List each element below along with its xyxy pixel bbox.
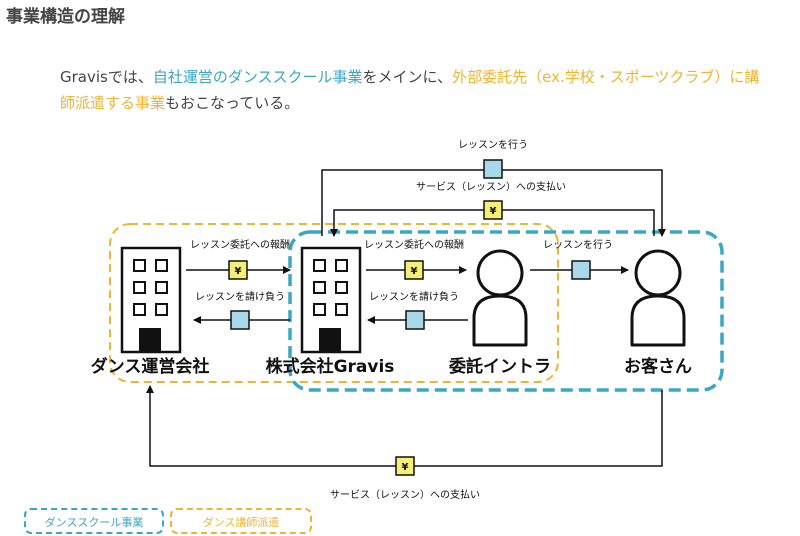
customer-person-icon bbox=[630, 249, 686, 347]
commission-fee-2-label: レッスン委託への報酬 bbox=[364, 238, 464, 251]
yen-fee-1-symbol: ¥ bbox=[235, 266, 242, 277]
gravis-building-icon bbox=[300, 246, 362, 354]
yen-fee-1-icon bbox=[228, 260, 248, 280]
lesson-2-box-icon bbox=[405, 310, 425, 330]
lesson-top-box-icon bbox=[483, 159, 503, 179]
intro-part-1: Gravisでは、 bbox=[60, 68, 153, 86]
undertake-lesson-1-label: レッスンを請け負う bbox=[195, 290, 285, 303]
yen-bottom-symbol: ¥ bbox=[402, 462, 409, 473]
service-payment-bottom-label: サービス（レッスン）への支払い bbox=[330, 488, 480, 501]
gravis-label: 株式会社Gravis bbox=[266, 356, 395, 377]
intro-part-3: をメインに、 bbox=[362, 68, 453, 86]
dance-company-building-icon bbox=[120, 246, 182, 354]
yen-top-symbol: ¥ bbox=[490, 206, 497, 217]
undertake-lesson-2-label: レッスンを請け負う bbox=[369, 290, 459, 303]
lesson-1-box-icon bbox=[230, 310, 250, 330]
service-payment-top-label: サービス（レッスン）への支払い bbox=[416, 180, 566, 193]
yen-fee-2-symbol: ¥ bbox=[411, 266, 418, 277]
lesson-to-customer-label: レッスンを行う bbox=[543, 238, 613, 251]
lesson-customer-box-icon bbox=[571, 260, 591, 280]
yen-fee-2-icon bbox=[404, 260, 424, 280]
commission-fee-1-label: レッスン委託への報酬 bbox=[190, 238, 290, 251]
customer-label: お客さん bbox=[624, 356, 692, 377]
instructor-label: 委託イントラ bbox=[448, 356, 551, 377]
yen-bottom-icon bbox=[395, 456, 415, 476]
page-heading: 事業構造の理解 bbox=[6, 7, 125, 27]
intro-highlight-school: 自社運営のダンススクール事業 bbox=[152, 68, 363, 86]
lesson-top-label: レッスンを行う bbox=[458, 138, 528, 151]
intro-text: Gravisでは、自社運営のダンススクール事業をメインに、外部委託先（ex.学校… bbox=[60, 64, 760, 116]
instructor-person-icon bbox=[472, 249, 528, 347]
service-payment-bottom-arrow bbox=[146, 385, 663, 467]
legend-dance-school: ダンススクール事業 bbox=[24, 508, 164, 534]
yen-top-icon bbox=[483, 200, 503, 220]
intro-highlight-dispatch: 外部委託先（ex.学校・スポーツクラブ）に講師派遣する事業 bbox=[60, 68, 760, 112]
intro-part-5: もおこなっている。 bbox=[165, 94, 300, 112]
dance-company-label: ダンス運営会社 bbox=[91, 356, 210, 377]
dispatch-region bbox=[109, 223, 559, 383]
legend-instructor-dispatch: ダンス講師派遣 bbox=[170, 508, 312, 534]
school-region bbox=[288, 230, 724, 392]
